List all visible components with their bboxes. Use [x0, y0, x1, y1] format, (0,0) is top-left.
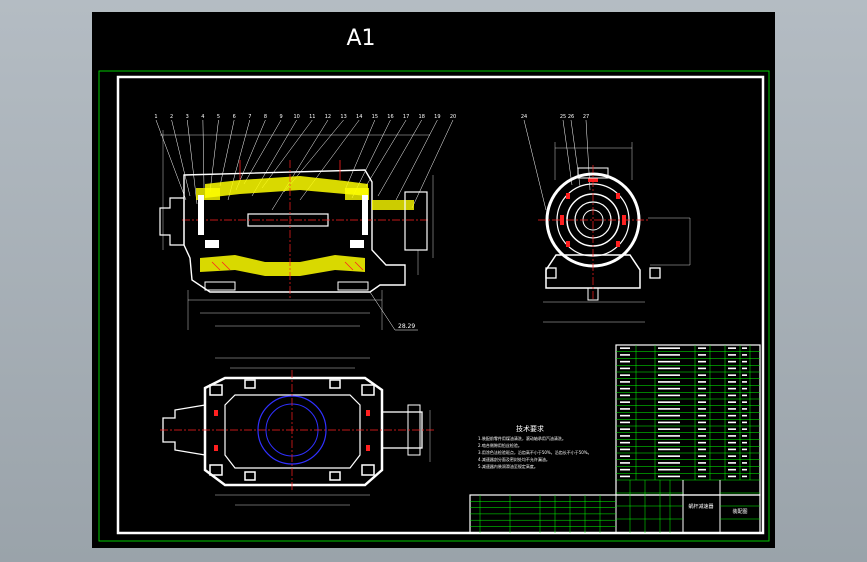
front-callout-10: 10 — [293, 114, 299, 120]
front-red-hatches — [211, 160, 364, 271]
side-callout-27: 27 — [583, 114, 589, 120]
front-callout-8: 8 — [264, 114, 267, 120]
drawing-border — [116, 75, 765, 535]
title-block-subtitle: 装配图 — [732, 508, 747, 515]
front-output-cap — [404, 191, 428, 251]
front-callout-1: 1 — [154, 114, 157, 120]
outer-frame — [98, 70, 770, 542]
side-dimensions — [543, 142, 691, 323]
tech-req-title: 技术要求 — [516, 424, 544, 433]
front-callout-9: 9 — [279, 114, 282, 120]
technical-requirements: 技术要求 1.装配前零件用煤油清洗，滚动轴承用汽油清洗。 2.啮合侧隙用铅丝检验… — [478, 424, 592, 469]
plan-dimensions — [215, 357, 431, 506]
front-callout-12: 12 — [325, 114, 331, 120]
side-view — [523, 119, 691, 323]
front-bottom-callout: 28.29 — [398, 323, 415, 330]
tech-req-line-4: 4.减速器剖分面及密封处均不允许漏油。 — [478, 456, 550, 462]
plan-red-marks — [214, 410, 370, 451]
side-callout-25: 25 — [560, 114, 566, 120]
front-callout-3: 3 — [186, 114, 189, 120]
front-callout-15: 15 — [372, 114, 378, 120]
front-housing-outline — [183, 169, 406, 293]
front-callout-16: 16 — [387, 114, 393, 120]
front-callout-14: 14 — [356, 114, 362, 120]
front-dimensions — [160, 130, 434, 330]
plan-housing-outline — [203, 376, 384, 487]
plan-bosses — [209, 379, 375, 481]
front-hatch-upper — [205, 176, 368, 198]
front-section-view: 28.29 — [155, 119, 454, 331]
tech-req-line-1: 1.装配前零件用煤油清洗，滚动轴承用汽油清洗。 — [478, 435, 566, 441]
tech-req-line-3: 3.用涂色法检验斑点，沿齿高不小于50%，沿齿长不小于50%。 — [478, 449, 592, 455]
front-hatch-shaft-end — [372, 200, 414, 210]
front-callout-11: 11 — [309, 114, 315, 120]
front-callout-18: 18 — [419, 114, 425, 120]
front-callout-6: 6 — [233, 114, 236, 120]
title-block: 蜗杆减速器 装配图 — [469, 480, 761, 534]
front-callout-2: 2 — [170, 114, 173, 120]
front-callout-4: 4 — [201, 114, 204, 120]
plan-input-shaft — [162, 404, 206, 456]
front-callout-19: 19 — [434, 114, 440, 120]
side-callout-26: 26 — [568, 114, 574, 120]
front-hatch-lower — [200, 255, 365, 276]
front-callout-13: 13 — [340, 114, 346, 120]
front-bearing-blocks — [198, 195, 369, 291]
front-callout-20: 20 — [450, 114, 456, 120]
front-callout-17: 17 — [403, 114, 409, 120]
front-callout-7: 7 — [248, 114, 251, 120]
parts-list — [615, 344, 761, 496]
tech-req-line-2: 2.啮合侧隙用铅丝检验。 — [478, 442, 522, 448]
tech-req-line-5: 5.减速器内装润滑油至规定高度。 — [478, 463, 538, 469]
plan-view — [160, 357, 435, 506]
side-callouts — [523, 119, 591, 211]
title-block-name: 蜗杆减速器 — [688, 503, 713, 510]
side-callout-24: 24 — [521, 114, 527, 120]
front-callout-5: 5 — [217, 114, 220, 120]
front-callouts — [155, 119, 454, 211]
sheet-size-label: A1 — [346, 26, 375, 51]
front-input-shaft — [159, 197, 185, 246]
